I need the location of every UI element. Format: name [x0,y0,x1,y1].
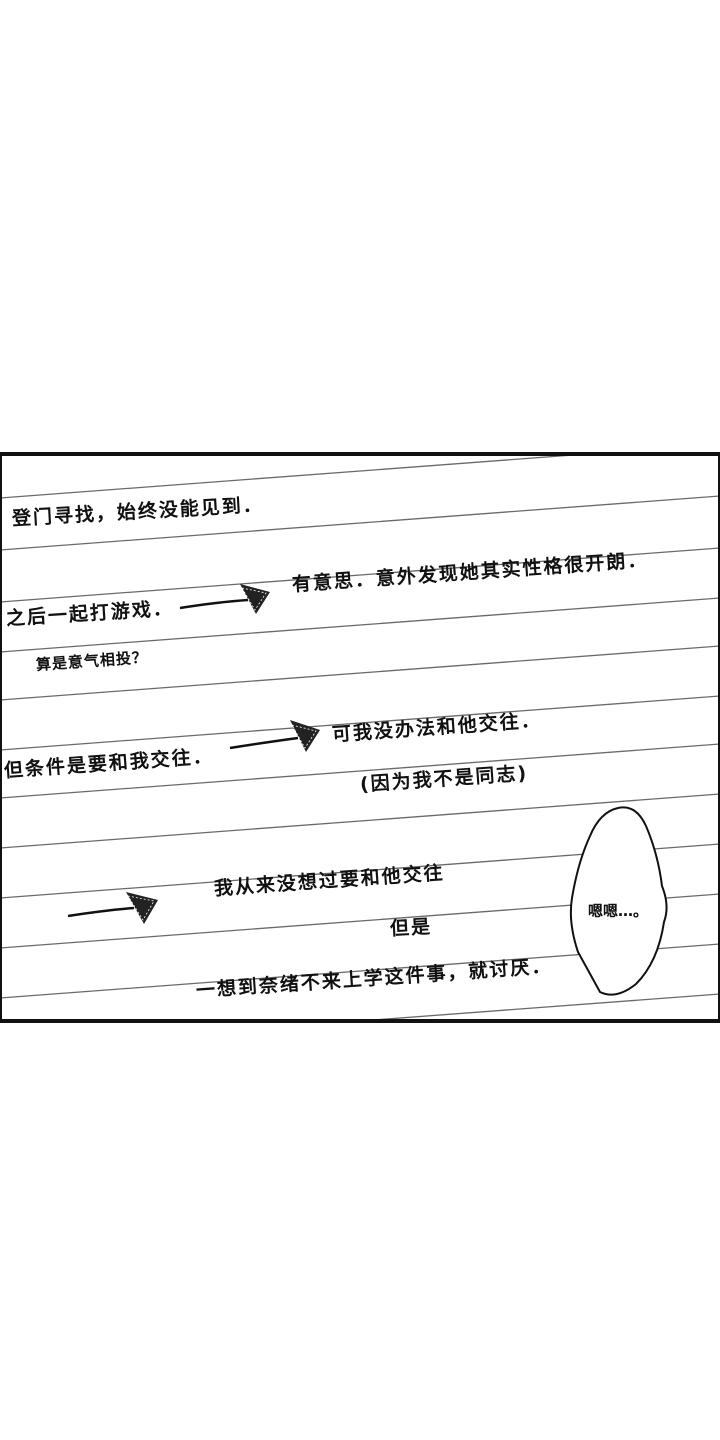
arrow-icon [179,584,270,614]
speech-bubble-text: 嗯嗯…。 [588,902,649,920]
manga-panel: 登门寻找，始终没能见到． 之后一起打游戏． 有意思．意外发现她其实性格很开朗． … [0,452,720,1023]
speech-bubble [569,806,668,996]
arrow-icon [229,720,320,752]
note-line-9: 但是 [389,915,433,940]
arrow-icon [67,892,158,924]
